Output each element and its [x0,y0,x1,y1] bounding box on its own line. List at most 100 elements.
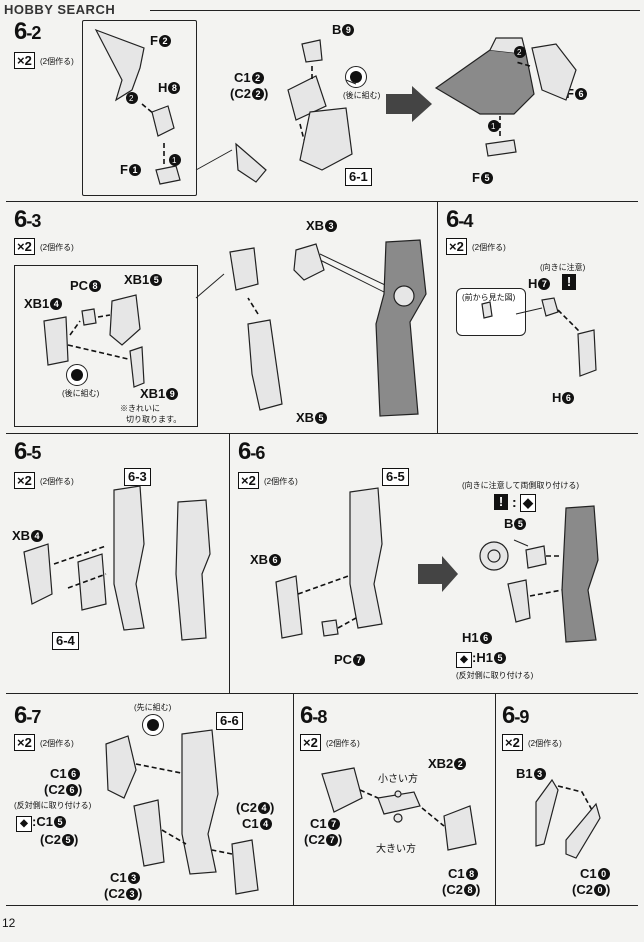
step-6-6-title: 6-6 [238,438,265,465]
first-mark-icon [142,714,164,736]
small-side-note: 小さい方 [378,774,418,785]
step-6-9-drawing [535,778,601,859]
step-6-9-panel [496,694,638,906]
step-6-2-qty: ×2 [14,52,35,69]
pair-colon: : [512,494,517,510]
double-side-mark-icon-3: ◆ [16,816,32,832]
step-6-8-qty: ×2 [300,734,321,751]
step-6-7-drawing [105,729,259,895]
front-view-note: (前から見た図) [462,293,516,302]
step-6-2-main-drawing [195,39,357,183]
step-6-9-title: 6-9 [502,702,529,729]
header-rule [150,10,640,11]
step-6-2-later-note: (後に組む) [343,91,381,100]
step-6-4-title: 6-4 [446,206,473,233]
svg-text:2: 2 [517,48,522,57]
step-6-6-panel [230,434,638,694]
step-6-3-later-note: (後に組む) [62,389,100,398]
later-mark-icon [345,66,367,88]
step-6-4-panel [438,202,638,434]
step-6-4-qty-note: (2個作る) [472,243,506,252]
step-6-4-drawing [481,297,597,377]
step-6-5-qty-note: (2個作る) [40,477,74,486]
ref-6-6: 6-6 [216,712,243,730]
step-6-9-qty-note: (2個作る) [528,739,562,748]
step-6-6-qty-note: (2個作る) [264,477,298,486]
step-6-6-opposite-note: (反対側に取り付ける) [456,671,534,680]
svg-text:2: 2 [129,94,134,103]
step-6-8-qty-note: (2個作る) [326,739,360,748]
step-6-3-main-drawing [195,239,427,417]
ref-6-1: 6-1 [345,168,372,186]
step-6-8-title: 6-8 [300,702,327,729]
step-6-9-qty: ×2 [502,734,523,751]
step-6-6-orient-note: (向きに注意して両側取り付ける) [462,481,580,490]
step-6-3-subassembly-box [14,265,198,427]
step-6-7-panel [6,694,294,906]
warning-mark-icon-2: ! [494,494,508,510]
step-6-3-title: 6-3 [14,206,41,233]
step-6-8-panel [294,694,496,906]
step-6-3-panel [6,202,438,434]
step-6-6-qty: ×2 [238,472,259,489]
step-6-3-qty: ×2 [14,238,35,255]
step-6-7-qty-note: (2個作る) [40,739,74,748]
step-6-5-qty: ×2 [14,472,35,489]
ref-6-4: 6-4 [52,632,79,650]
step-6-8-drawing [321,767,477,851]
step-6-6-drawing [275,487,458,639]
svg-text:1: 1 [491,122,496,131]
step-6-5-drawing [23,485,211,641]
step-6-2-result-drawing: 2 1 [434,37,577,157]
step-6-5-panel [6,434,230,694]
warning-mark-icon: ! [562,274,576,290]
step-6-7-first-note: (先に組む) [134,703,172,712]
large-side-note: 大きい方 [376,844,416,855]
double-side-mark-icon: ◆ [520,494,536,512]
cut-note-line1: ※きれいに [120,404,160,413]
later-mark-icon-6-3 [66,364,88,386]
big-arrow-right-icon-2 [418,556,458,592]
step-6-2-title: 6-2 [14,18,41,45]
big-arrow-right-icon [386,86,432,122]
header-watermark: HOBBY SEARCH [4,2,116,17]
cut-note-line2: 切り取ります。 [126,415,182,424]
step-6-2-panel [6,16,638,202]
svg-text:1: 1 [172,156,177,165]
step-6-7-qty: ×2 [14,734,35,751]
step-6-6-result-drawing [479,505,599,643]
step-6-4-qty: ×2 [446,238,467,255]
step-6-2-qty-note: (2個作る) [40,57,74,66]
step-6-3-sub-drawing [43,294,145,388]
step-6-3-qty-note: (2個作る) [40,243,74,252]
double-side-mark-icon-2: ◆ [456,652,472,668]
